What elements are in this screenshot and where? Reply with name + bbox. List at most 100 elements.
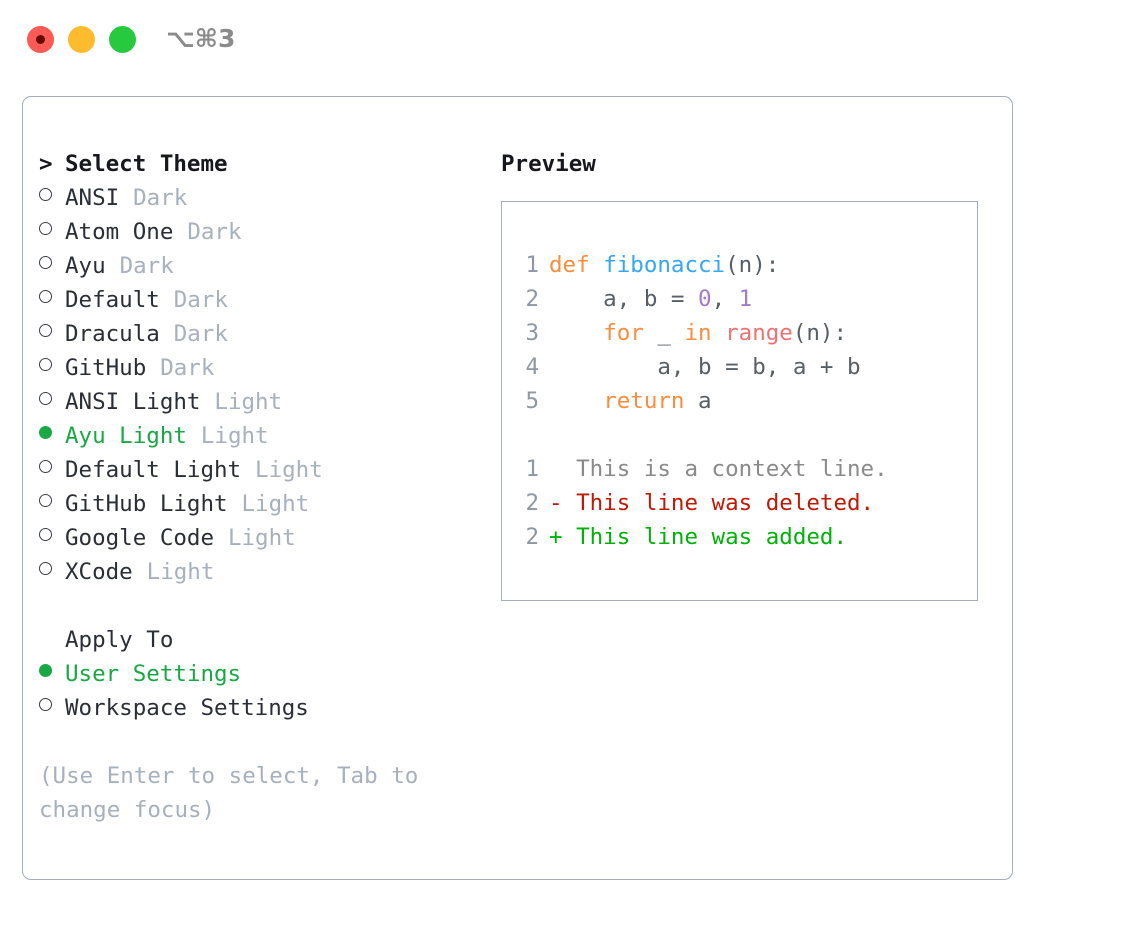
theme-option-variant: Light	[227, 525, 296, 551]
code-token-plain	[712, 320, 726, 346]
diff-line-content: - This line was deleted.	[549, 486, 874, 520]
code-token-plain	[549, 388, 603, 414]
diff-text: This line was deleted.	[562, 490, 875, 516]
keyboard-hint-text: (Use Enter to select, Tab to change focu…	[39, 763, 419, 823]
code-token-plain	[549, 320, 603, 346]
theme-option-radio	[39, 487, 65, 521]
code-line-number: 5	[525, 388, 539, 414]
code-token-num: 1	[738, 286, 753, 312]
radio-selected-icon	[39, 664, 52, 677]
theme-option-variant: Light	[200, 423, 269, 449]
apply-to-header-label: Apply To	[65, 627, 174, 653]
theme-option-label: Dracula	[65, 321, 160, 347]
theme-option-radio	[39, 283, 65, 317]
diff-line-add: 2 + This line was added.	[515, 520, 971, 554]
theme-option-radio	[39, 249, 65, 283]
code-line-content: return a	[549, 384, 712, 418]
diff-line-ctx: 1 This is a context line.	[515, 452, 971, 486]
theme-option-variant: Light	[146, 559, 215, 585]
code-token-plain: a, b = b, a + b	[549, 354, 861, 380]
theme-option-radio	[39, 181, 65, 215]
diff-marker: +	[549, 524, 563, 550]
radio-unselected-icon	[39, 188, 52, 201]
code-token-kw: in	[684, 320, 712, 346]
code-token-plain: (n):	[792, 320, 848, 346]
code-token-kw: for	[603, 320, 644, 346]
apply-to-option-workspace-settings[interactable]: Workspace Settings	[39, 691, 489, 725]
preview-title: Preview	[501, 151, 596, 177]
theme-option-radio	[39, 453, 65, 487]
theme-option-dracula[interactable]: Dracula Dark	[39, 317, 489, 351]
code-token-plain: (n):	[725, 252, 780, 278]
theme-option-default[interactable]: Default Dark	[39, 283, 489, 317]
theme-option-variant: Dark	[173, 321, 228, 347]
title-bar: ⌥⌘3	[0, 0, 1140, 78]
code-token-plain: _	[643, 320, 685, 346]
code-line-content: for _ in range(n):	[549, 316, 847, 350]
theme-option-label: ANSI Light	[65, 389, 201, 415]
code-line-number: 3	[525, 320, 539, 346]
theme-option-radio	[39, 385, 65, 419]
radio-unselected-icon	[39, 698, 52, 711]
apply-to-option-label: Workspace Settings	[65, 695, 309, 721]
code-token-plain: ,	[711, 286, 739, 312]
theme-option-label: Default Light	[65, 457, 242, 483]
diff-line-number: 2	[525, 490, 539, 516]
radio-selected-icon	[39, 426, 52, 439]
select-theme-header: > Select Theme	[39, 147, 489, 181]
theme-option-radio	[39, 521, 65, 555]
theme-option-variant: Dark	[173, 287, 228, 313]
diff-line-number: 2	[525, 524, 539, 550]
code-token-builtin: range	[725, 320, 793, 346]
theme-option-label: GitHub Light	[65, 491, 228, 517]
radio-unselected-icon	[39, 494, 52, 507]
theme-option-variant: Dark	[160, 355, 215, 381]
diff-line-number: 1	[525, 456, 539, 482]
theme-option-variant: Dark	[187, 219, 242, 245]
code-token-kw: return	[603, 388, 685, 414]
code-token-plain: a	[684, 388, 712, 414]
theme-option-label: Atom One	[65, 219, 174, 245]
theme-option-atom-one[interactable]: Atom One Dark	[39, 215, 489, 249]
radio-unselected-icon	[39, 460, 52, 473]
apply-to-option-label: User Settings	[65, 661, 242, 687]
diff-line-content: This is a context line.	[549, 452, 888, 486]
maximize-button[interactable]	[109, 26, 136, 53]
radio-unselected-icon	[39, 358, 52, 371]
code-line-content: a, b = 0, 1	[549, 282, 752, 316]
theme-option-radio	[39, 215, 65, 249]
select-theme-header-label: Select Theme	[65, 151, 228, 177]
theme-option-label: Default	[65, 287, 160, 313]
apply-to-header: Apply To	[39, 623, 489, 657]
diff-text: This is a context line.	[562, 456, 888, 482]
code-token-plain: a, b =	[549, 286, 699, 312]
code-line: 5 return a	[515, 384, 971, 418]
code-blank-line	[515, 418, 971, 452]
code-token-kw: def	[549, 252, 604, 278]
close-button[interactable]	[27, 26, 54, 53]
apply-to-option-user-settings[interactable]: User Settings	[39, 657, 489, 691]
theme-option-label: Ayu	[65, 253, 106, 279]
radio-unselected-icon	[39, 528, 52, 541]
traffic-light-group	[27, 26, 136, 53]
diff-marker: -	[549, 490, 563, 516]
diff-text: This line was added.	[562, 524, 848, 550]
radio-unselected-icon	[39, 562, 52, 575]
window-title-shortcut: ⌥⌘3	[166, 24, 236, 53]
minimize-button[interactable]	[68, 26, 95, 53]
